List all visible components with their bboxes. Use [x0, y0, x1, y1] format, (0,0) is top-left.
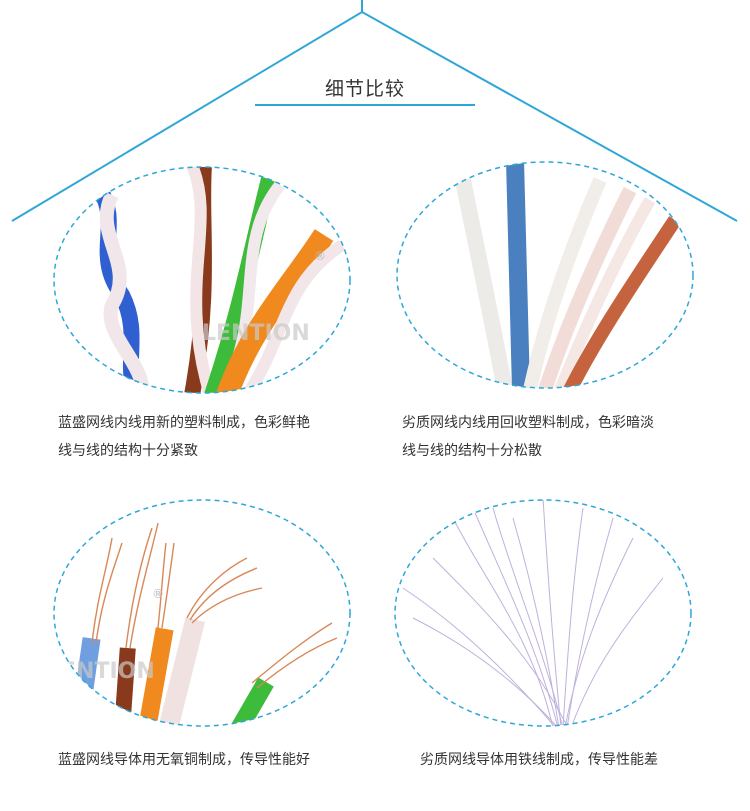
watermark-mark: ® [314, 249, 326, 263]
caption-top-right-line-1: 劣质网线内线用回收塑料制成，色彩暗淡 [402, 415, 654, 431]
section-title: 细节比较 [324, 78, 405, 100]
caption-bottom-right: 劣质网线导体用铁线制成，传导性能差 [420, 752, 658, 768]
watermark-brand-2: LENTION [52, 659, 155, 684]
caption-top-right: 劣质网线内线用回收塑料制成，色彩暗淡 线与线的结构十分松散 [402, 409, 654, 465]
caption-top-right-line-2: 线与线的结构十分松散 [402, 443, 542, 459]
caption-top-left-line-1: 蓝盛网线内线用新的塑料制成，色彩鲜艳 [58, 415, 310, 431]
title-underline [255, 104, 475, 106]
roof-outline [11, 0, 738, 222]
watermark-brand: LENTION [202, 321, 310, 346]
good-copper-conductor-photo: LENTION ® [52, 499, 351, 727]
good-twisted-pairs-photo: LENTION ® [53, 166, 351, 394]
poor-loose-pairs-photo [396, 161, 694, 389]
caption-bottom-left: 蓝盛网线导体用无氧铜制成，传导性能好 [58, 752, 310, 768]
poor-iron-conductor-photo [394, 499, 692, 727]
caption-top-left-line-2: 线与线的结构十分紧致 [58, 443, 198, 459]
caption-top-left: 蓝盛网线内线用新的塑料制成，色彩鲜艳 线与线的结构十分紧致 [58, 409, 310, 465]
watermark-mark-2: ® [152, 587, 164, 601]
